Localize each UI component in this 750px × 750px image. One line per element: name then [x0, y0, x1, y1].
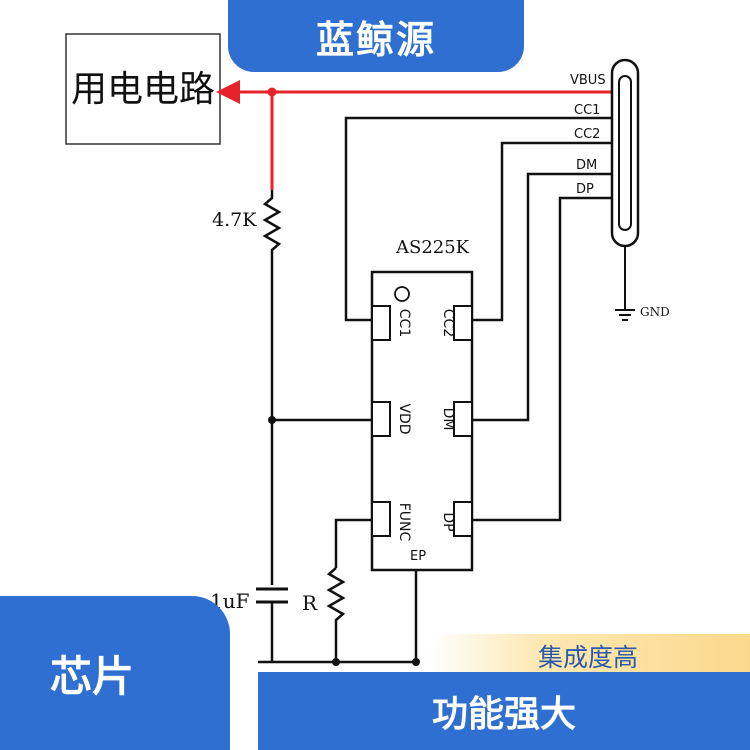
resistor-label: 4.7K [212, 209, 257, 231]
feature-badge-integration: 集成度高 [428, 634, 750, 678]
connector-dm-label: DM [576, 158, 597, 173]
connector-dp-label: DP [576, 182, 594, 197]
cc1-trace [344, 116, 612, 322]
pin1-marker [394, 286, 410, 302]
pin-cc2-pad [453, 305, 473, 341]
dp-trace [472, 196, 612, 522]
resistor-r [326, 567, 346, 662]
feature-badge-function: 功能强大 [258, 672, 750, 750]
connector-cc1-label: CC1 [574, 103, 600, 118]
dm-trace [472, 172, 612, 422]
resistor2-label: R [302, 591, 318, 615]
usb-c-tongue [618, 75, 632, 231]
resistor-4k7 [262, 190, 282, 258]
cc2-trace [472, 141, 612, 322]
pin-dm-label: DM [440, 408, 456, 431]
load-box [65, 33, 221, 145]
pin-vdd-label: VDD [396, 403, 412, 434]
ep-label: EP [410, 549, 426, 564]
pin-cc2-label: CC2 [440, 309, 456, 337]
pin-vdd-pad [371, 401, 391, 437]
connector-cc2-label: CC2 [574, 127, 600, 142]
pin-cc1-label: CC1 [396, 309, 412, 337]
func-wire [334, 518, 372, 568]
gnd-label: GND [640, 305, 670, 319]
chip-badge: 芯片 [0, 596, 230, 750]
pin-func-label: FUNC [396, 503, 412, 542]
pin-cc1-pad [371, 305, 391, 341]
usb-c-connector [610, 58, 640, 248]
chip-name: AS225K [395, 237, 470, 258]
brand-banner: 蓝鲸源 [228, 0, 524, 72]
power-arrow [216, 80, 240, 104]
pin-func-pad [371, 501, 391, 537]
connector-vbus-label: VBUS [570, 73, 606, 88]
pin-dp-label: DP [440, 512, 456, 531]
load-label: 用电电路 [71, 69, 215, 110]
